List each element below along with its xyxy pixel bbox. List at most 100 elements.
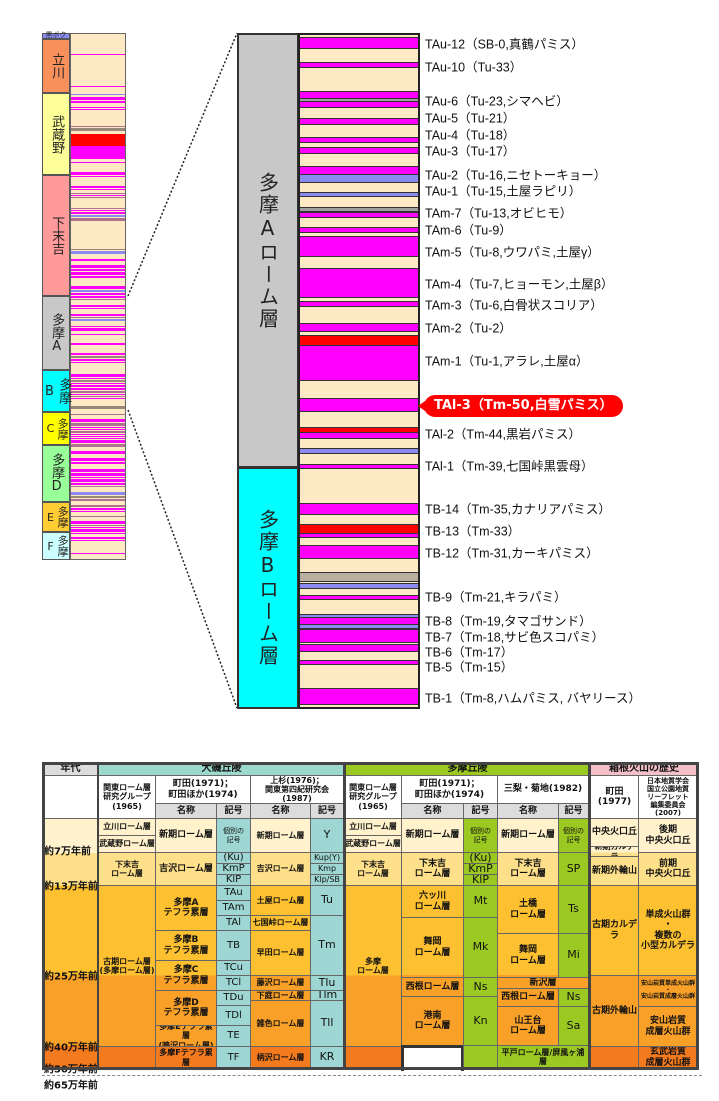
table-cell: 古期外輪山 <box>590 975 639 1047</box>
tephra-band <box>300 345 418 381</box>
era-label: 約50万年前 <box>44 1064 98 1076</box>
overview-tephra-band <box>71 197 125 198</box>
tephra-label: TAu-3（Tu-17） <box>425 144 516 159</box>
overview-tephra-band <box>71 451 125 454</box>
overview-unit-8: 多摩D <box>42 445 70 502</box>
tephra-label: TB-6（Tm-17） <box>425 645 514 660</box>
tephra-label: TAu-6（Tu-23,シマヘビ） <box>425 94 569 109</box>
tephra-label: TAl-2（Tm-44,黒岩パミス） <box>425 427 582 442</box>
overview-tephra-band <box>71 317 125 318</box>
overview-tephra-band <box>71 269 125 271</box>
table-cell: 土屋ローム層 <box>250 885 311 916</box>
overview-tephra-band <box>71 343 125 345</box>
table-cell: 古期カルデラ <box>590 885 639 976</box>
overview-tephra-band <box>71 189 125 190</box>
era-label: 約40万年前 <box>44 1042 98 1054</box>
overview-unit-2: 立川 <box>42 39 70 93</box>
table-cell: 個別の 記号 <box>463 818 498 853</box>
table-cell: 町田 (1977) <box>590 775 639 819</box>
table-cell: 多摩丘陵 <box>344 762 591 776</box>
overview-tephra-band <box>71 388 125 390</box>
overview-tephra-band <box>71 328 125 331</box>
overview-tephra-band <box>71 272 125 275</box>
overview-tephra-band <box>71 419 125 422</box>
overview-tephra-band <box>71 423 125 426</box>
table-cell: 前期 中央火口丘 <box>638 852 698 886</box>
table-cell: 下末吉 ローム層 <box>401 852 464 886</box>
overview-unit-9: 多摩E <box>42 502 70 532</box>
overview-tephra-band <box>71 492 125 495</box>
table-cell: KR <box>310 1046 344 1069</box>
table-cell: 柄沢ローム層 <box>250 1046 311 1069</box>
overview-tephra-band <box>71 215 125 217</box>
tephra-band <box>300 118 418 125</box>
tephra-label: TB-1（Tm-8,ハムパミス, バヤリース） <box>425 691 642 706</box>
overview-tephra-band <box>71 286 125 289</box>
table-cell: 西根ローム層 <box>401 977 464 997</box>
overview-tephra-band <box>71 537 125 539</box>
table-cell <box>463 1045 498 1069</box>
tephra-band <box>300 432 418 439</box>
overview-tephra-band <box>71 126 125 127</box>
overview-tephra-band <box>71 195 125 196</box>
table-cell: 単成火山群 ・ 複数の 小型カルデラ <box>638 885 698 976</box>
tephra-band <box>300 688 418 705</box>
table-cell: 多摩Fテフラ累層 <box>155 1046 217 1069</box>
table-cell: 記号 <box>463 803 498 819</box>
table-cell: 関東ローム層 研究グループ (1965) <box>98 775 156 819</box>
overview-tephra-band <box>71 434 125 435</box>
overview-tephra-band <box>71 212 125 214</box>
table-cell: TDu <box>216 990 251 1006</box>
table-cell: 立川ローム層 <box>344 818 402 836</box>
table-cell: TAm <box>216 900 251 916</box>
table-cell: 下末吉 ローム層 <box>497 852 559 886</box>
tephra-label: TB-7（Tm-18,サビ色スコパミ） <box>425 630 605 645</box>
table-cell: 新期ローム層 <box>497 818 559 853</box>
table-cell: Ts <box>558 885 589 934</box>
table-cell: 新期ローム層 <box>401 818 464 853</box>
table-cell: TAu <box>216 885 251 901</box>
table-cell: 山王台 ローム層 <box>497 1006 559 1046</box>
table-cell: 町田(1971)； 町田ほか(1974) <box>401 775 498 804</box>
tephra-band <box>300 595 418 600</box>
table-cell: 武蔵野ローム層 <box>344 835 402 853</box>
overview-tephra-band <box>71 162 125 163</box>
tephra-band <box>300 572 418 582</box>
overview-tephra-band <box>71 86 125 87</box>
tephra-label: TB-5（Tm-15） <box>425 660 514 675</box>
table-cell: Y <box>310 818 344 853</box>
era-label: 約25万年前 <box>44 971 98 983</box>
overview-tephra-band <box>71 378 125 379</box>
overview-tephra-band <box>71 293 125 295</box>
overview-tephra-band <box>71 414 125 415</box>
era-label: 約65万年前 <box>44 1080 98 1092</box>
table-cell: Tu <box>310 885 344 916</box>
table-cell: 個別の 記号 <box>216 818 251 853</box>
table-cell: 玄武岩質 成層火山群 <box>638 1046 698 1069</box>
overview-tephra-band <box>71 429 125 430</box>
overview-tephra-band <box>71 516 125 517</box>
overview-tephra-band <box>71 398 125 399</box>
tephra-band <box>300 644 418 652</box>
overview-tephra-band <box>71 529 125 532</box>
table-cell: 七国峠ローム層 <box>250 915 311 931</box>
overview-tephra-band <box>71 353 125 355</box>
table-cell: 安山岩質 成層火山群 <box>638 1006 698 1047</box>
table-cell: 町田(1971)； 町田ほか(1974) <box>155 775 251 804</box>
overview-tephra-band <box>71 505 125 507</box>
table-cell: 新期ローム層 <box>155 818 217 853</box>
overview-tephra-band <box>71 176 125 177</box>
overview-tephra-band <box>71 334 125 335</box>
tephra-band <box>300 62 418 68</box>
tephra-band <box>300 207 418 212</box>
overview-tephra-band <box>71 362 125 363</box>
tephra-label: TAm-6（Tu-9） <box>425 223 512 238</box>
overview-tephra-band <box>71 305 125 307</box>
table-cell: TF <box>216 1046 251 1069</box>
tephra-label: TAm-1（Tu-1,アラレ,土屋α） <box>425 354 589 369</box>
unit-tama-a-loam: 多摩Aローム層 <box>237 33 299 468</box>
overview-tephra-band <box>71 251 125 254</box>
overview-tephra-band <box>71 525 125 526</box>
tephra-band <box>300 464 418 469</box>
overview-tephra-band <box>71 406 125 409</box>
